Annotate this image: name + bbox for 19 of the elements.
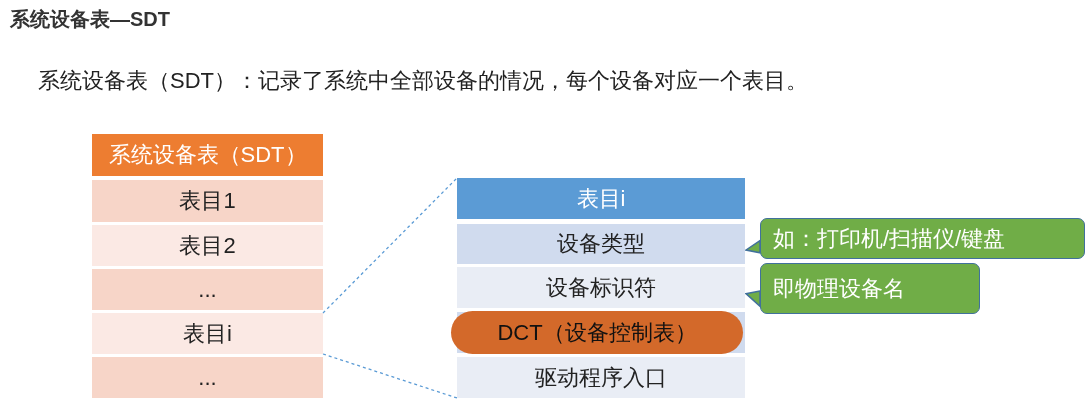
table-row: 驱动程序入口 bbox=[457, 357, 745, 398]
table-header: 系统设备表（SDT） bbox=[92, 134, 323, 176]
table-row: ... bbox=[92, 357, 323, 398]
table-header: 表目i bbox=[457, 178, 745, 219]
table-row: 设备类型 bbox=[457, 224, 745, 264]
zoom-line bbox=[322, 353, 458, 399]
zoom-line bbox=[322, 177, 458, 314]
callout-pointer bbox=[744, 290, 761, 309]
callout-pointer bbox=[744, 239, 761, 254]
table-row: 表目i bbox=[92, 313, 323, 354]
title: 系统设备表—SDT bbox=[10, 7, 170, 32]
callout-bubble: 即物理设备名 bbox=[760, 263, 980, 314]
table-row: ... bbox=[92, 269, 323, 310]
table-row: 表目2 bbox=[92, 225, 323, 266]
table-row: 表目1 bbox=[92, 180, 323, 222]
highlight-pill: DCT（设备控制表） bbox=[451, 311, 743, 354]
table-row: 设备标识符 bbox=[457, 267, 745, 308]
callout-bubble: 如：打印机/扫描仪/键盘 bbox=[760, 218, 1085, 259]
description-text: 系统设备表（SDT）：记录了系统中全部设备的情况，每个设备对应一个表目。 bbox=[38, 67, 808, 95]
